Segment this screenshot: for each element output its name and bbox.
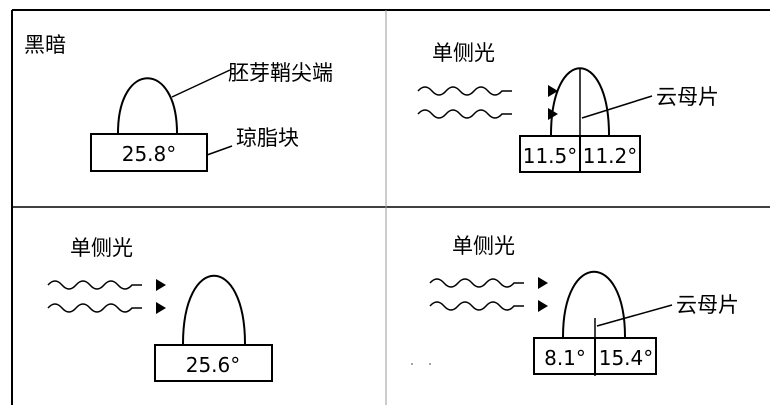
light-arrowhead-2a bbox=[548, 85, 558, 97]
coleoptile-4 bbox=[562, 270, 626, 338]
agar-block-4-right bbox=[594, 337, 657, 375]
agar-block-2-left bbox=[519, 135, 581, 173]
agar-value-4-right: 15.4° bbox=[599, 346, 654, 370]
light-arrowhead-4b bbox=[538, 300, 548, 312]
light-rays-3 bbox=[47, 280, 142, 313]
agar-label: 琼脂块 bbox=[236, 126, 299, 150]
light-arrowhead-3b bbox=[156, 302, 166, 314]
panel-grid bbox=[11, 9, 770, 405]
light-arrowhead-3a bbox=[156, 279, 166, 291]
mica-leader-line-4 bbox=[596, 304, 673, 327]
panel-1-condition: 黑暗 bbox=[24, 33, 66, 57]
panel-3-condition: 单侧光 bbox=[70, 236, 133, 260]
panel-light-mica-full: 单侧光 云母片 11.5° 11.2° bbox=[417, 41, 719, 173]
agar-leader-line bbox=[206, 145, 233, 156]
agar-block-2-right bbox=[579, 135, 641, 173]
light-arrowhead-4a bbox=[538, 277, 548, 289]
coleoptile-3 bbox=[182, 274, 246, 345]
panel-dark: 黑暗 胚芽鞘尖端 25.8° 琼脂块 bbox=[24, 33, 333, 172]
mica-label-4: 云母片 bbox=[676, 293, 739, 317]
panel-light-mica-partial: 单侧光 云母片 8.1° 15.4° bbox=[411, 234, 739, 376]
tip-leader-line bbox=[171, 69, 231, 98]
agar-value-4-left: 8.1° bbox=[544, 346, 586, 370]
agar-value-1: 25.8° bbox=[122, 142, 177, 166]
light-rays-4 bbox=[429, 278, 524, 311]
agar-block-3 bbox=[154, 344, 273, 382]
agar-block-1 bbox=[90, 133, 208, 172]
agar-block-4-left bbox=[533, 337, 596, 375]
panel-2-condition: 单侧光 bbox=[432, 41, 495, 65]
panel-light: 单侧光 25.6° bbox=[47, 236, 273, 382]
agar-value-2-right: 11.2° bbox=[583, 144, 638, 168]
tip-label: 胚芽鞘尖端 bbox=[228, 61, 333, 85]
panel-4-condition: 单侧光 bbox=[452, 234, 515, 258]
mica-label-2: 云母片 bbox=[656, 85, 719, 109]
coleoptile-1 bbox=[117, 77, 178, 134]
stray-dots bbox=[411, 363, 431, 365]
light-rays-2 bbox=[417, 86, 512, 119]
agar-value-3: 25.6° bbox=[186, 353, 241, 377]
mica-leader-line-2 bbox=[581, 95, 653, 119]
agar-value-2-left: 11.5° bbox=[523, 144, 578, 168]
